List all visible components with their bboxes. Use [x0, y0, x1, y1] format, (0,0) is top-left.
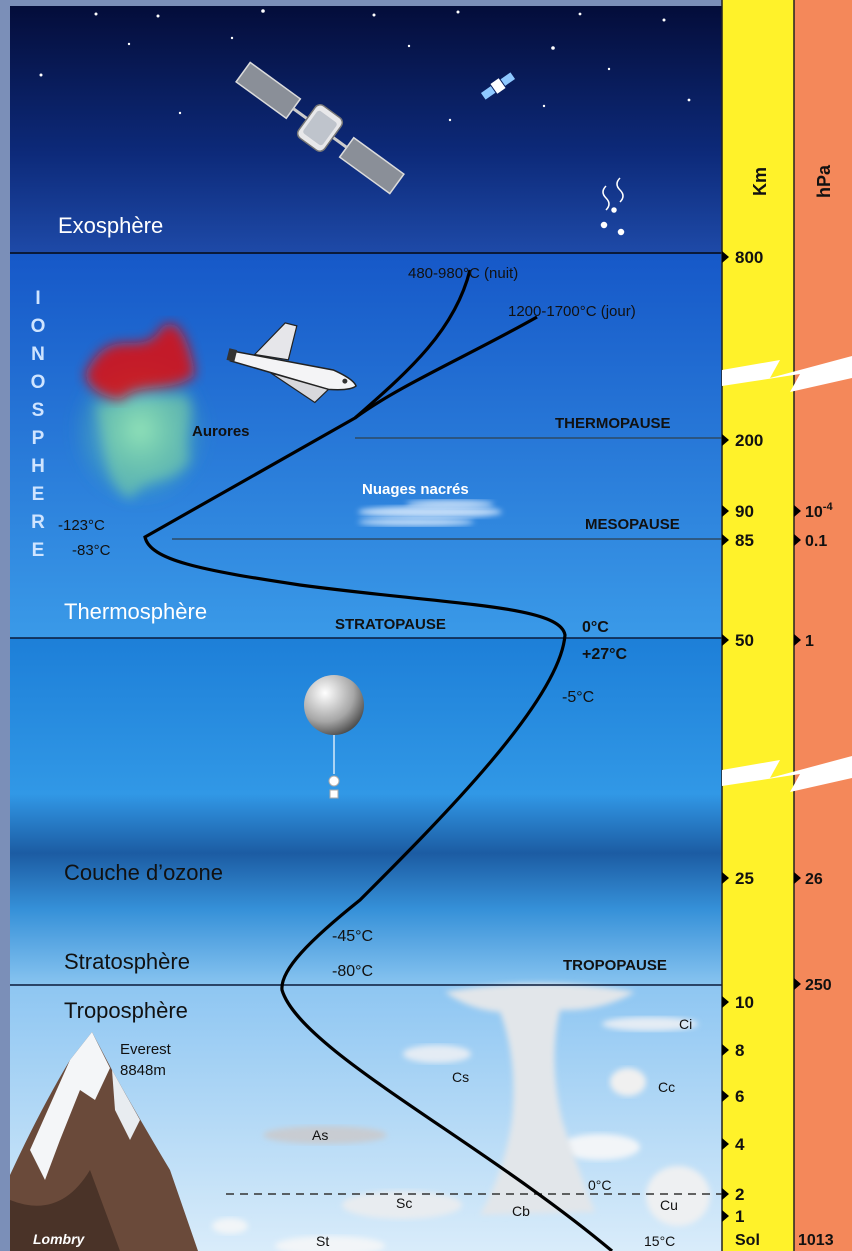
km-tick-label: 2: [735, 1185, 744, 1204]
ionosphere-letter: S: [32, 400, 45, 421]
boundary-stratopause: STRATOPAUSE: [335, 616, 446, 633]
stratosphere-band: [10, 638, 722, 985]
km-tick-arrows: [722, 251, 729, 1222]
layer-label-exosphere: Exosphère: [58, 213, 163, 238]
label-everest-name: Everest: [120, 1041, 172, 1058]
signature-lombry: Lombry: [33, 1231, 86, 1247]
hpa-tick-label-exp: 10-4: [805, 501, 833, 521]
km-tick-label: 800: [735, 248, 763, 267]
temperature-curve-day-branch: [354, 315, 538, 420]
km-tick-label: 8: [735, 1041, 744, 1060]
ionosphere-letter: H: [31, 456, 45, 477]
km-tick-label: 90: [735, 502, 754, 521]
small-satellite-icon: [480, 72, 516, 100]
satellite-icon: [235, 61, 405, 195]
label-everest-height: 8848m: [120, 1062, 166, 1079]
layer-label-ozone: Couche d’ozone: [64, 860, 223, 885]
hpa-tick-label: 250: [805, 977, 832, 994]
cloud-label-cs: Cs: [452, 1069, 469, 1085]
layer-label-thermosphere: Thermosphère: [64, 599, 207, 624]
everest-mountain: [10, 1032, 198, 1251]
stars: [39, 9, 691, 122]
weather-balloon-icon: [304, 675, 364, 799]
km-tick-label: 4: [735, 1135, 745, 1154]
temp-meso-top: -123°C: [58, 517, 105, 534]
temperature-curve: [143, 269, 614, 1251]
km-tick-label: 10: [735, 993, 754, 1012]
cloud-label-ci: Ci: [679, 1016, 692, 1032]
km-scale-band: [722, 0, 794, 1251]
label-aurores: Aurores: [192, 423, 250, 440]
ionosphere-letter: E: [32, 540, 45, 561]
boundary-tropopause: TROPOPAUSE: [563, 957, 667, 974]
layer-label-troposphere: Troposphère: [64, 998, 188, 1023]
km-tick-label: 6: [735, 1087, 744, 1106]
km-tick-label: 50: [735, 631, 754, 650]
temp-strato-a: 0°C: [582, 619, 609, 636]
label-nuages-nacres: Nuages nacrés: [362, 481, 469, 498]
scale-break-lower: [722, 756, 852, 792]
hpa-tick-label: 1: [805, 633, 814, 650]
km-tick-label: 1: [735, 1207, 744, 1226]
km-tick-label: 25: [735, 869, 754, 888]
space-shuttle-icon: [226, 322, 357, 404]
hpa-tick-arrows: [794, 505, 801, 990]
temp-night: 480-980°C (nuit): [408, 265, 518, 282]
temp-freeze: 0°C: [588, 1177, 612, 1193]
km-tick-label: 200: [735, 431, 763, 450]
cloud-label-as: As: [312, 1127, 328, 1143]
temp-day: 1200-1700°C (jour): [508, 303, 636, 320]
km-tick-label: Sol: [735, 1232, 760, 1249]
hpa-scale-header: hPa: [814, 164, 834, 198]
ionosphere-letter: I: [35, 288, 40, 309]
scale-break-upper: [722, 356, 852, 392]
temp-meso-bottom: -83°C: [72, 542, 111, 559]
escaping-particles-icon: [600, 177, 625, 236]
temp-ground: 15°C: [644, 1233, 675, 1249]
tropo-clouds: [212, 983, 710, 1251]
exosphere-band: [10, 6, 722, 253]
temp-strato-c: -5°C: [562, 689, 594, 706]
boundary-mesopause: MESOPAUSE: [585, 516, 680, 533]
hpa-tick-label: 26: [805, 871, 823, 888]
cloud-label-st: St: [316, 1233, 329, 1249]
hpa-tick-label: 0.1: [805, 533, 827, 550]
ionosphere-letter: E: [32, 484, 45, 505]
aurora-illustration: [70, 323, 210, 505]
boundary-thermopause: THERMOPAUSE: [555, 415, 671, 432]
ionosphere-letter: N: [31, 344, 45, 365]
cloud-label-sc: Sc: [396, 1195, 412, 1211]
cloud-label-cu: Cu: [660, 1197, 678, 1213]
km-tick-label: 85: [735, 531, 754, 550]
layer-label-stratosphere: Stratosphère: [64, 949, 190, 974]
hpa-tick-label: 1013: [798, 1232, 834, 1249]
ionosphere-letter: R: [31, 512, 45, 533]
cloud-label-cb: Cb: [512, 1203, 530, 1219]
temp-tropo-a: -45°C: [332, 928, 373, 945]
hpa-scale-band: [794, 0, 852, 1251]
ionosphere-letter: O: [31, 316, 46, 337]
ionosphere-letter: O: [31, 372, 46, 393]
ionosphere-letter: P: [32, 428, 45, 449]
nacreous-clouds: [358, 500, 502, 526]
cloud-label-cc: Cc: [658, 1079, 675, 1095]
temp-strato-b: +27°C: [582, 646, 628, 663]
temp-tropo-b: -80°C: [332, 963, 373, 980]
km-scale-header: Km: [750, 167, 770, 196]
